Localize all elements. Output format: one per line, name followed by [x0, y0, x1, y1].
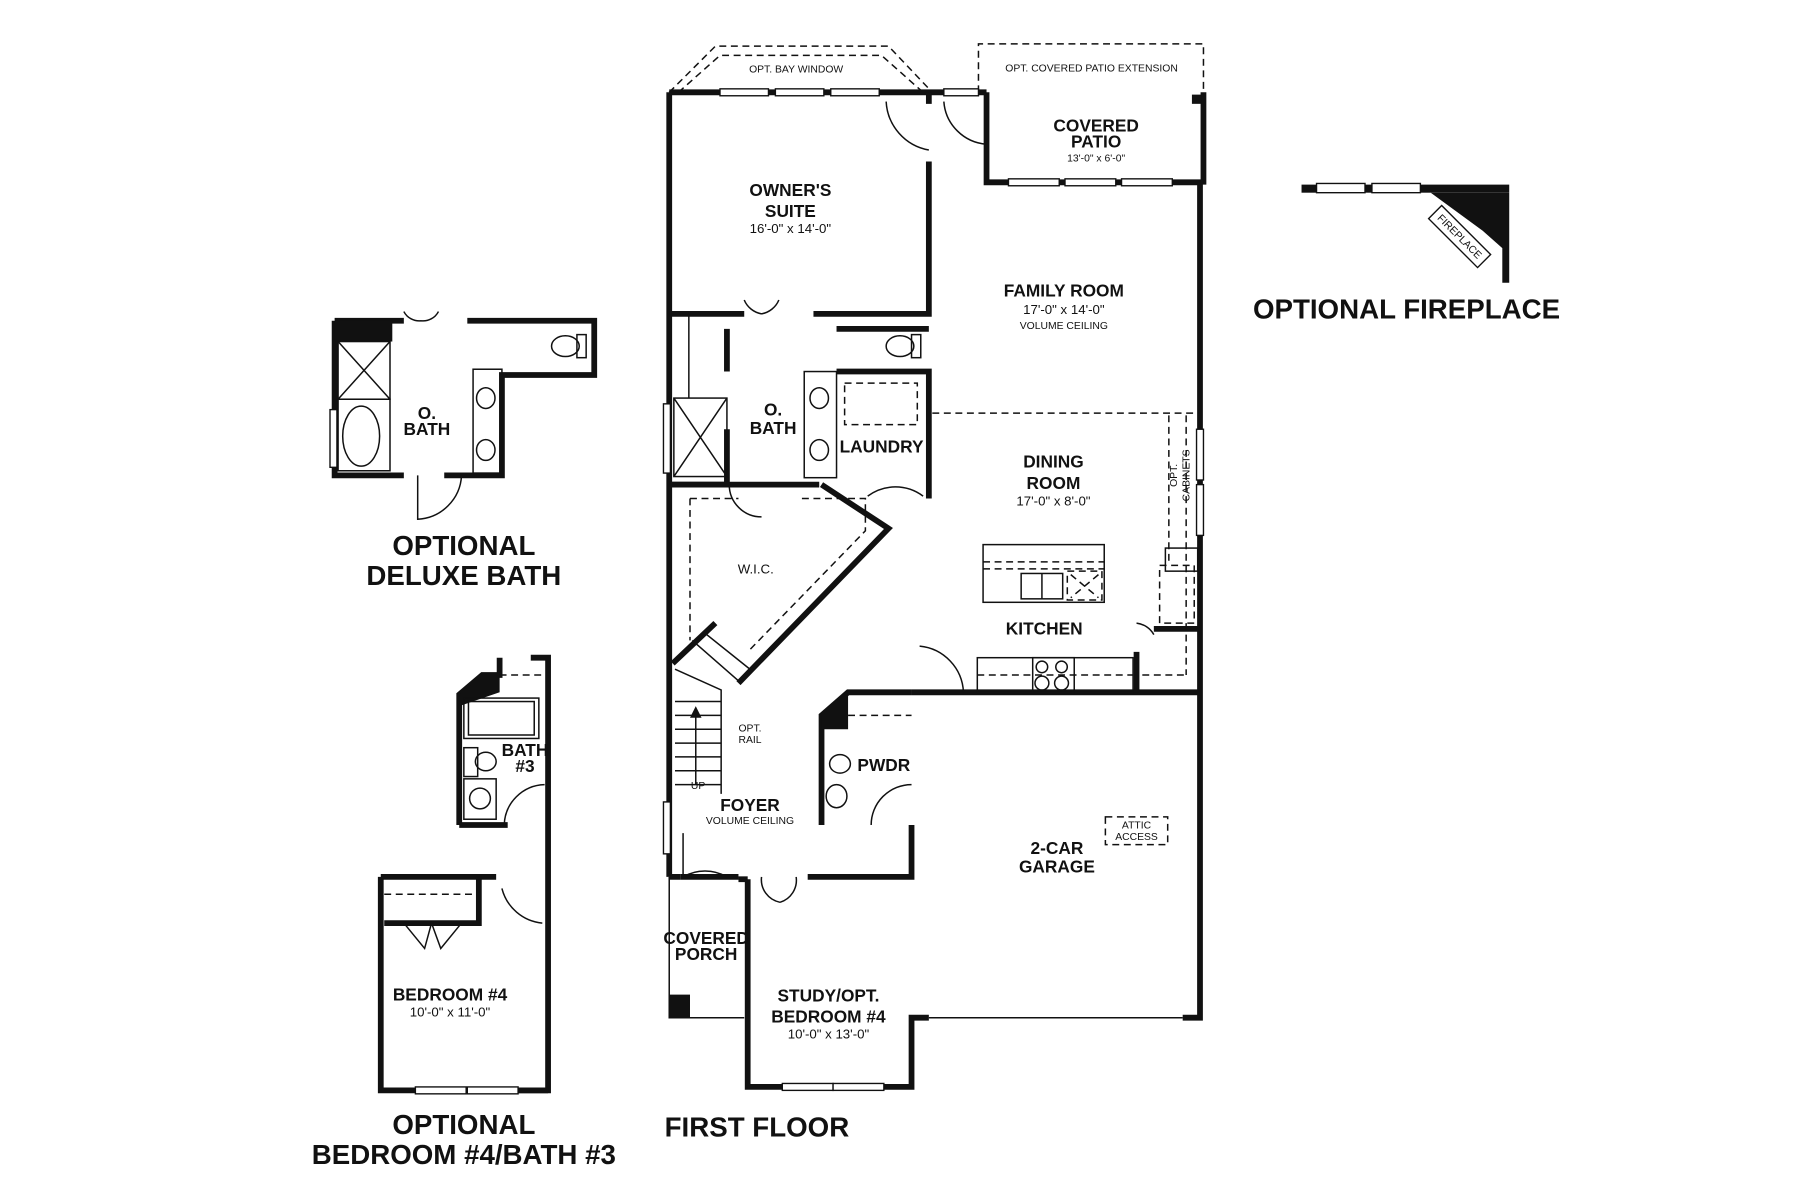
opt-rail-label-1: OPT.: [738, 724, 761, 735]
bed4-bath3-title-2: BEDROOM #4/BATH #3: [312, 1139, 616, 1170]
family-room-dim: 17'-0" x 14'-0": [1023, 302, 1105, 317]
garage-label-1: 2-CAR: [1030, 838, 1083, 858]
deluxe-bath-room-1: O.: [418, 403, 436, 423]
study-dim: 10'-0" x 13'-0": [788, 1026, 870, 1041]
study-label-1: STUDY/OPT.: [778, 986, 880, 1006]
kitchen-label: KITCHEN: [1006, 619, 1083, 639]
deluxe-bath-title-1: OPTIONAL: [392, 530, 535, 561]
opt-cabinets-label-1: OPT.: [1169, 464, 1180, 487]
covered-patio-label-1: COVERED: [1053, 116, 1139, 136]
dining-label-2: ROOM: [1027, 473, 1081, 493]
foyer-note: VOLUME CEILING: [706, 816, 794, 827]
first-floor-plan: OPT. BAY WINDOW OPT. COVERED PATIO EXTEN…: [662, 43, 1207, 1143]
optional-bedroom4-bath3: BATH #3 BEDROOM #4 10'-0" x 11'-0" OPTIO…: [312, 654, 616, 1170]
opt-cabinets-label-2: CABINETS: [1182, 449, 1193, 501]
covered-porch-label-1: COVERED: [663, 928, 749, 948]
optional-fireplace: FIREPLACE OPTIONAL FIREPLACE: [1253, 182, 1560, 324]
laundry-label: LAUNDRY: [840, 436, 924, 456]
first-floor-title: FIRST FLOOR: [665, 1112, 850, 1143]
covered-patio-dim: 13'-0" x 6'-0": [1067, 154, 1125, 165]
bedroom4-label: BEDROOM #4: [393, 984, 508, 1004]
opt-patio-extension: OPT. COVERED PATIO EXTENSION: [977, 43, 1205, 93]
up-label: UP: [691, 781, 705, 792]
family-room-note: VOLUME CEILING: [1020, 321, 1108, 332]
garage-label-2: GARAGE: [1019, 856, 1095, 876]
owners-suite-label-2: SUITE: [765, 201, 816, 221]
opt-bay-window: OPT. BAY WINDOW: [668, 45, 933, 93]
family-room-label: FAMILY ROOM: [1004, 281, 1124, 301]
o-bath-label-1: O.: [764, 399, 782, 419]
pwdr-label: PWDR: [857, 755, 910, 775]
covered-patio-label-2: PATIO: [1071, 132, 1121, 152]
attic-label-1: ATTIC: [1122, 820, 1152, 831]
o-bath-label-2: BATH: [750, 418, 797, 438]
owners-suite-label-1: OWNER'S: [749, 180, 831, 200]
optional-deluxe-bath: O. BATH OPTIONAL DELUXE BATH: [329, 311, 598, 591]
staircase: UP OPT. RAIL: [674, 631, 762, 794]
bedroom4-dim: 10'-0" x 11'-0": [410, 1005, 491, 1020]
bath3-label-2: #3: [515, 756, 534, 776]
patio-extension-label: OPT. COVERED PATIO EXTENSION: [1005, 64, 1178, 75]
deluxe-bath-room-2: BATH: [404, 419, 451, 439]
bed4-bath3-title-1: OPTIONAL: [392, 1109, 535, 1140]
opt-rail-label-2: RAIL: [738, 735, 761, 746]
attic-label-2: ACCESS: [1115, 832, 1158, 843]
covered-porch-label-2: PORCH: [675, 944, 737, 964]
bath3-label-1: BATH: [502, 740, 549, 760]
owners-suite-dim: 16'-0" x 14'-0": [750, 221, 832, 236]
deluxe-bath-title-2: DELUXE BATH: [366, 560, 561, 591]
foyer-label: FOYER: [720, 795, 780, 815]
fireplace-title: OPTIONAL FIREPLACE: [1253, 293, 1560, 324]
bay-window-label: OPT. BAY WINDOW: [749, 65, 843, 76]
wic-label: W.I.C.: [738, 561, 774, 576]
study-label-2: BEDROOM #4: [771, 1006, 886, 1026]
dining-label-1: DINING: [1023, 451, 1084, 471]
dining-dim: 17'-0" x 8'-0": [1016, 493, 1090, 508]
